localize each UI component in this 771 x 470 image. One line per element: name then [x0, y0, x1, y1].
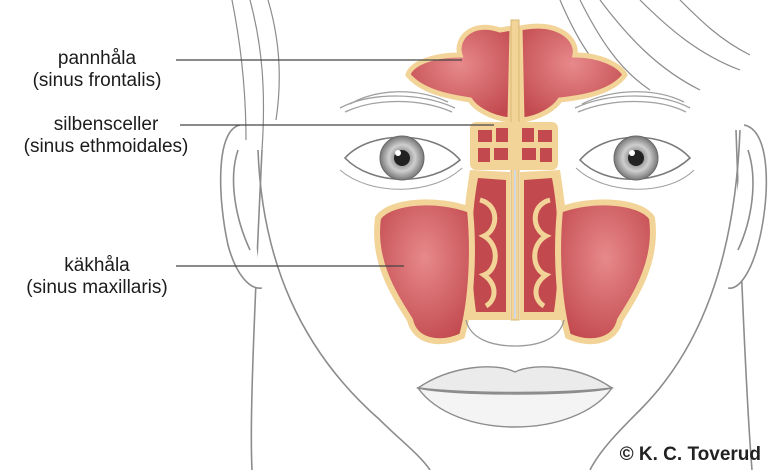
left-eye [340, 136, 462, 189]
right-ear [728, 125, 766, 288]
right-eye [576, 136, 694, 189]
maxillary-sinus-left [377, 202, 472, 341]
nose-outline [466, 320, 564, 346]
copyright-notice: © K. C. Toverud [620, 444, 761, 466]
ethmoidal-cells [470, 122, 558, 170]
label-maxillary-name: käkhåla [8, 255, 186, 277]
label-ethmoidal-name: silbensceller [8, 114, 204, 136]
label-maxillary-sinus: käkhåla (sinus maxillaris) [8, 255, 186, 299]
lips [418, 367, 612, 427]
label-ethmoidal-cells: silbensceller (sinus ethmoidales) [8, 114, 204, 158]
left-ear [221, 125, 262, 288]
maxillary-sinus-right [558, 202, 653, 341]
label-ethmoidal-latin: (sinus ethmoidales) [8, 136, 204, 158]
label-frontal-sinus: pannhåla (sinus frontalis) [8, 48, 186, 92]
label-maxillary-latin: (sinus maxillaris) [8, 277, 186, 299]
label-frontal-latin: (sinus frontalis) [8, 70, 186, 92]
label-frontal-name: pannhåla [8, 48, 186, 70]
